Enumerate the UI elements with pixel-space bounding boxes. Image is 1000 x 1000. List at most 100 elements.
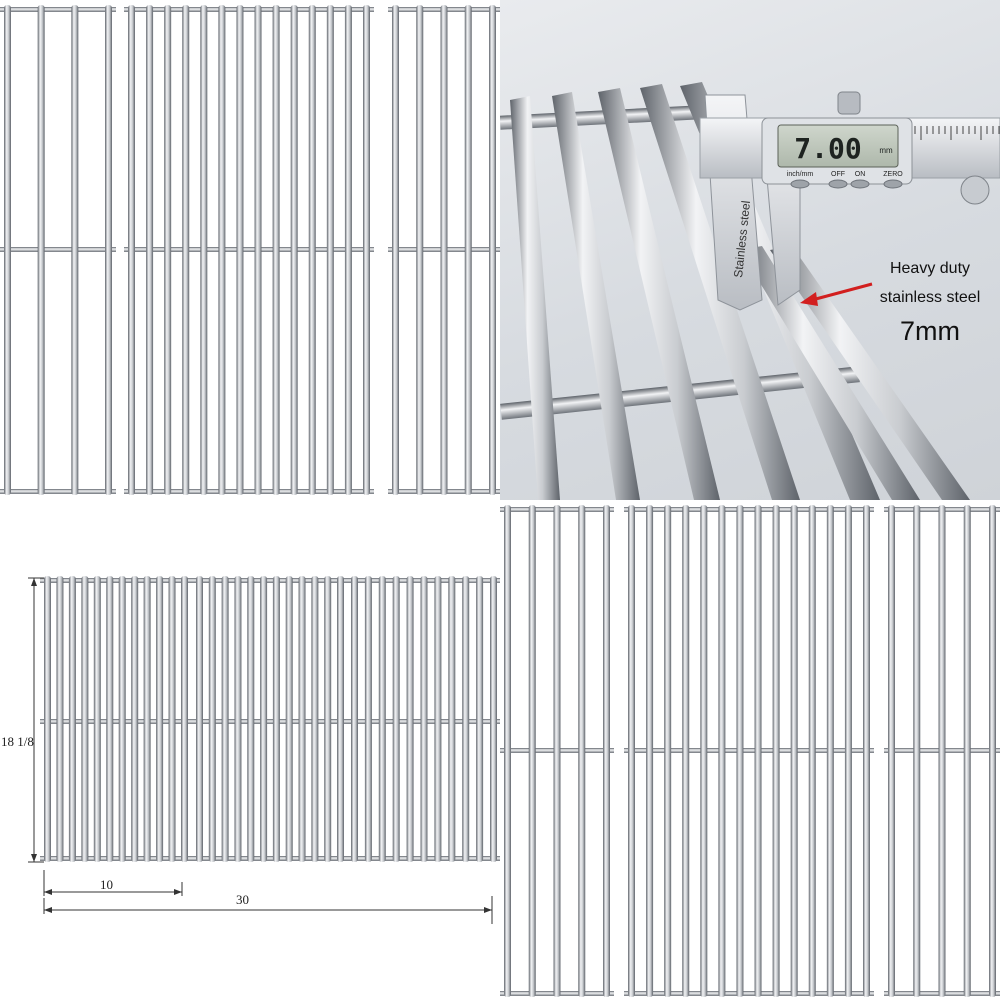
grate-rod (754, 505, 762, 997)
caliper-button-label: ZERO (883, 171, 903, 178)
dimension-lines (28, 577, 493, 924)
grate-rod (285, 576, 293, 862)
grate-rod (298, 576, 306, 862)
grate-rod (989, 505, 996, 997)
grate-rod (247, 576, 255, 862)
grate-rod (364, 576, 372, 862)
grate-rod (236, 5, 244, 495)
dimension-height-label: 18 1/8 (1, 734, 34, 749)
grate-rod (790, 505, 798, 997)
grate-rod (344, 5, 352, 495)
grate-rod (700, 505, 708, 997)
grate-rod (131, 576, 139, 862)
grate-cross-bar (624, 507, 874, 512)
grate-rod (378, 576, 386, 862)
caliper-button-label: OFF (831, 171, 845, 178)
grate-rod (196, 576, 203, 862)
grate-panel (0, 5, 116, 495)
grate-rod (93, 576, 101, 862)
grate-cross-bar (40, 719, 192, 724)
grate-rod (234, 576, 242, 862)
caliper-thumb-wheel (837, 91, 861, 115)
dimension-drawing: 18 1/8 10 30 (0, 500, 500, 1000)
grate-rod (888, 505, 895, 997)
caliper-button (828, 179, 848, 189)
grate-cross-bar (624, 748, 874, 753)
grate-rod (308, 5, 316, 495)
grate-rod (476, 576, 484, 862)
grate-rod (164, 5, 172, 495)
grate-rod (182, 5, 190, 495)
grate-rod (128, 5, 135, 495)
grate-rod (106, 576, 114, 862)
grate-rod (664, 505, 672, 997)
grate-rod (682, 505, 690, 997)
grate-panel (192, 576, 348, 862)
grate-panel (624, 505, 874, 997)
grate-rod (646, 505, 654, 997)
callout-arrow (811, 282, 873, 302)
grate-rod (464, 5, 472, 495)
grate-rod (37, 5, 45, 495)
grate-rod (808, 505, 816, 997)
grate-rod (272, 5, 280, 495)
grate-cross-bar (192, 856, 348, 861)
grate-rod (326, 5, 334, 495)
grate-rod (146, 5, 154, 495)
grate-rod (68, 576, 76, 862)
grate-rod (420, 576, 428, 862)
grates-photo-bottom-right (500, 500, 1000, 1000)
grate-rod (863, 505, 870, 997)
grate-cross-bar (0, 7, 116, 12)
caliper-lcd (777, 124, 899, 168)
grate-rod (143, 576, 151, 862)
grate-panel (124, 5, 374, 495)
grate-rod (156, 576, 164, 862)
grate-rod (462, 576, 470, 862)
grate-cross-bar (40, 578, 192, 583)
grate-panel (347, 576, 500, 862)
grate-panel (884, 505, 1000, 997)
grate-rod (351, 576, 358, 862)
grate-rod (826, 505, 834, 997)
grate-rod (844, 505, 852, 997)
grate-rod (736, 505, 744, 997)
grate-rod (218, 5, 226, 495)
grate-rod (81, 576, 89, 862)
grate-rod (718, 505, 726, 997)
grate-rod (311, 576, 319, 862)
grate-rod (913, 505, 921, 997)
grate-rod (406, 576, 414, 862)
grate-rod (221, 576, 229, 862)
grate-rod (434, 576, 442, 862)
grate-rod (272, 576, 280, 862)
grate-cross-bar (40, 856, 192, 861)
grate-rod (489, 5, 496, 495)
caliper-button-label: inch/mm (787, 171, 814, 178)
callout-arrowhead (800, 292, 818, 306)
dimension-total-width-label: 30 (236, 892, 249, 907)
grate-cross-bar (624, 991, 874, 996)
grate-cross-bar (192, 719, 348, 724)
grate-rod (392, 576, 400, 862)
grate-rod (772, 505, 780, 997)
grate-panel (500, 505, 614, 997)
grate-rod (578, 505, 586, 997)
grate-rod (200, 5, 208, 495)
grate-rod (416, 5, 424, 495)
grate-set-top-left (0, 5, 500, 495)
grate-cross-bar (124, 247, 374, 252)
grate-rod (56, 576, 64, 862)
grate-cross-bar (192, 578, 348, 583)
grate-rod (628, 505, 635, 997)
grates-photo-top-left (0, 0, 500, 500)
grate-rod (963, 505, 971, 997)
grate-cross-bar (0, 489, 116, 494)
grate-rod (71, 5, 79, 495)
grate-rod (4, 5, 11, 495)
grate-panel (388, 5, 500, 495)
grate-rod (168, 576, 176, 862)
